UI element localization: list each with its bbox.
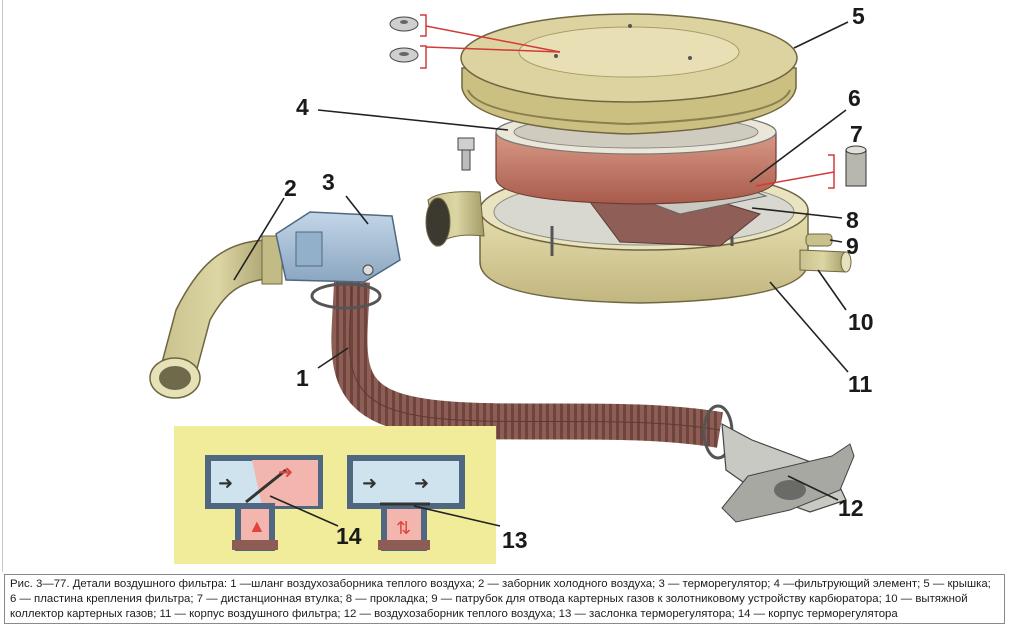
leader-lines <box>420 14 835 189</box>
regulator-housing-section-closed: ➜ ➜ ⇅ <box>347 455 465 551</box>
figure-caption-box: Рис. 3—77. Детали воздушного фильтра: 1 … <box>4 574 1005 624</box>
warm-air-hose <box>310 281 734 460</box>
svg-text:⇅: ⇅ <box>396 518 411 538</box>
svg-text:➜: ➜ <box>362 473 377 493</box>
svg-text:➜: ➜ <box>278 462 293 482</box>
warm-air-intake <box>721 422 855 523</box>
cover-washer <box>389 47 419 63</box>
callout-8: 8 <box>846 207 859 233</box>
callout-14: 14 <box>336 523 362 549</box>
callout-9: 9 <box>846 233 859 259</box>
thermoregulator <box>275 211 401 283</box>
housing-inlet-neck <box>425 191 485 248</box>
page-edge-line <box>2 0 3 572</box>
crankcase-exhaust-manifold <box>799 249 852 273</box>
callout-1: 1 <box>296 365 309 391</box>
svg-text:➜: ➜ <box>218 473 233 493</box>
svg-text:▲: ▲ <box>248 516 266 536</box>
callout-2: 2 <box>284 175 297 201</box>
air-filter-diagram: ➜ ➜ ▲ ➜ ➜ ⇅ 1 2 3 4 <box>149 3 874 564</box>
callout-pointers <box>233 21 849 527</box>
callout-7: 7 <box>850 121 863 147</box>
callout-10: 10 <box>848 309 874 335</box>
callout-6: 6 <box>848 85 861 111</box>
cover-nut <box>389 16 419 32</box>
cold-air-intake <box>149 235 283 399</box>
callout-4: 4 <box>296 94 309 120</box>
thermoregulator-section-inset: ➜ ➜ ▲ ➜ ➜ ⇅ <box>174 426 496 564</box>
callout-11: 11 <box>848 371 873 397</box>
crankcase-gas-pipe <box>805 233 833 247</box>
svg-text:➜: ➜ <box>414 473 429 493</box>
mounting-bolt <box>457 137 475 171</box>
figure-caption: Рис. 3—77. Детали воздушного фильтра: 1 … <box>10 578 991 620</box>
spacer-sleeve <box>845 145 867 187</box>
callout-5: 5 <box>852 3 865 29</box>
callout-3: 3 <box>322 169 335 195</box>
callout-12: 12 <box>838 495 864 521</box>
callout-13: 13 <box>502 527 528 553</box>
callout-labels: 1 2 3 4 5 6 7 8 9 10 11 12 13 14 <box>284 3 874 553</box>
regulator-housing-section-open: ➜ ➜ ▲ <box>205 455 323 551</box>
filter-cover <box>460 13 798 135</box>
